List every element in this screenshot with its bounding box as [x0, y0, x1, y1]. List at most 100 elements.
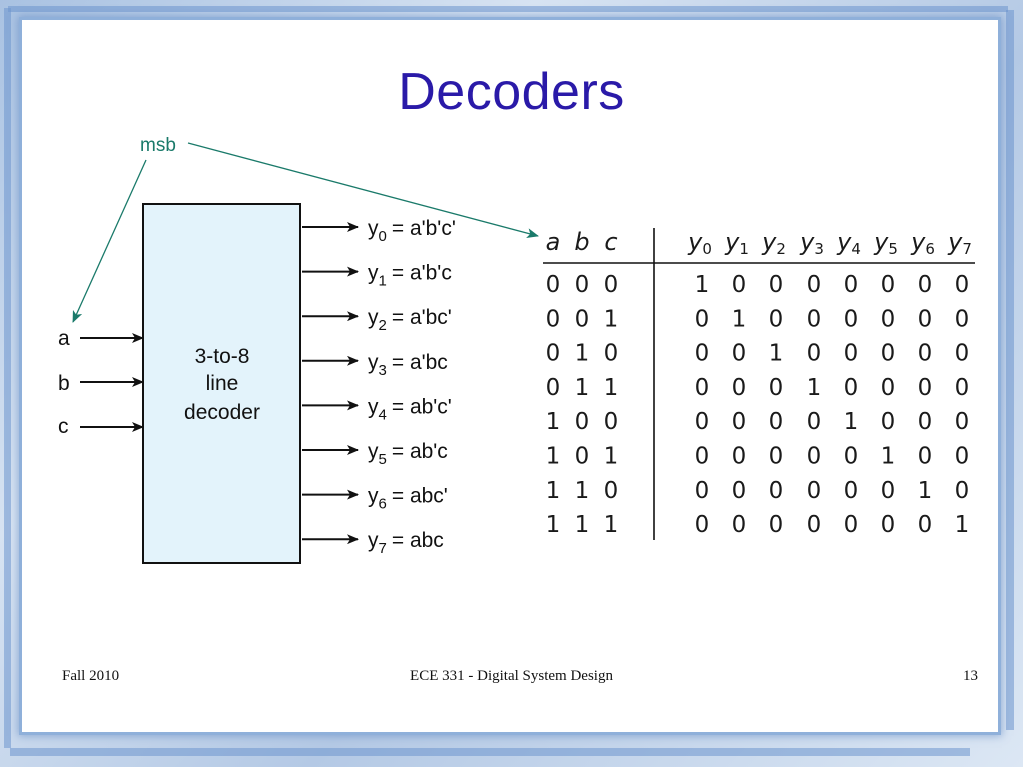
truth-table-output-cell: 0	[695, 444, 710, 470]
truth-table-output-cell: 0	[844, 512, 859, 538]
truth-table-input-cell: 0	[604, 409, 619, 435]
output-expression: = a'b'c'	[392, 217, 456, 240]
truth-table-output-cell: 0	[769, 444, 784, 470]
output-expression: = abc	[392, 529, 444, 552]
output-label: y1= a'b'c	[368, 262, 452, 290]
truth-table-header-subscript: 6	[925, 240, 935, 258]
truth-table-output-cell: 1	[695, 272, 710, 298]
truth-table-output-cell: 0	[955, 341, 970, 367]
truth-table-input-cell: 0	[575, 409, 590, 435]
truth-table-input-cell: 1	[546, 409, 561, 435]
truth-table-input-header: c	[604, 228, 617, 256]
truth-table-output-cell: 0	[844, 306, 859, 332]
frame-streak-top	[8, 6, 1008, 12]
truth-table-output-cell: 0	[807, 341, 822, 367]
truth-table-output-cell: 0	[769, 478, 784, 504]
truth-table-header-subscript: 1	[739, 240, 749, 258]
decoder-block	[142, 203, 301, 564]
output-subscript: 0	[379, 228, 387, 245]
truth-table-output-cell: 0	[881, 272, 896, 298]
output-label: y4= ab'c'	[368, 395, 452, 423]
truth-table-output-cell: 0	[695, 306, 710, 332]
truth-table-header-symbol: y	[836, 228, 852, 256]
output-subscript: 1	[379, 273, 387, 290]
slide-title: Decoders	[398, 63, 625, 121]
output-symbol: y	[368, 485, 379, 508]
truth-table-output-cell: 0	[769, 409, 784, 435]
truth-table-output-cell: 0	[918, 306, 933, 332]
truth-table-output-cell: 0	[955, 478, 970, 504]
output-symbol: y	[368, 440, 379, 463]
output-subscript: 6	[379, 496, 387, 513]
output-subscript: 5	[379, 451, 387, 468]
truth-table-input-cell: 0	[546, 341, 561, 367]
truth-table-output-cell: 0	[955, 306, 970, 332]
output-symbol: y	[368, 217, 379, 240]
truth-table-output-cell: 0	[807, 444, 822, 470]
output-expression: = ab'c'	[392, 395, 452, 418]
truth-table-output-header: y7	[947, 228, 972, 258]
truth-table-input-header: b	[574, 228, 589, 256]
truth-table-output-cell: 0	[732, 272, 747, 298]
footer-page-number: 13	[963, 668, 978, 684]
frame-streak-bottom	[10, 748, 970, 756]
truth-table-output-header: y3	[799, 228, 824, 258]
truth-table-header-symbol: y	[910, 228, 926, 256]
output-label: y5= ab'c	[368, 440, 448, 468]
truth-table-output-cell: 0	[769, 306, 784, 332]
msb-annotation: msb	[140, 135, 176, 156]
truth-table-output-cell: 1	[955, 512, 970, 538]
output-subscript: 2	[379, 317, 387, 334]
output-symbol: y	[368, 395, 379, 418]
input-label-b: b	[58, 372, 70, 395]
truth-table-output-header: y1	[724, 228, 749, 258]
truth-table-input-cell: 0	[546, 272, 561, 298]
truth-table-output-header: y4	[836, 228, 861, 258]
truth-table-output-cell: 0	[732, 341, 747, 367]
truth-table-output-cell: 0	[844, 444, 859, 470]
truth-table-output-cell: 0	[695, 409, 710, 435]
truth-table-output-cell: 0	[881, 375, 896, 401]
truth-table-output-header: y2	[761, 228, 786, 258]
truth-table-output-header: y6	[910, 228, 935, 258]
truth-table-output-cell: 0	[955, 444, 970, 470]
truth-table-output-cell: 1	[732, 306, 747, 332]
truth-table-output-cell: 0	[955, 409, 970, 435]
truth-table-input-cell: 1	[575, 341, 590, 367]
truth-table-output-cell: 0	[695, 375, 710, 401]
truth-table-output-cell: 0	[955, 272, 970, 298]
truth-table-input-cell: 0	[575, 444, 590, 470]
footer-date: Fall 2010	[62, 668, 120, 684]
truth-table-input-cell: 0	[604, 272, 619, 298]
truth-table-output-cell: 0	[695, 512, 710, 538]
truth-table-header-subscript: 0	[702, 240, 712, 258]
truth-table-input-cell: 1	[604, 444, 619, 470]
truth-table-output-cell: 0	[918, 512, 933, 538]
truth-table-output-cell: 0	[918, 409, 933, 435]
output-label: y2= a'bc'	[368, 306, 452, 334]
input-label-c: c	[58, 415, 69, 438]
truth-table-output-cell: 0	[844, 478, 859, 504]
msb-pointer-to-input-a	[72, 159, 147, 323]
truth-table-output-cell: 0	[918, 272, 933, 298]
truth-table-output-cell: 1	[918, 478, 933, 504]
truth-table-header-symbol: y	[947, 228, 963, 256]
decoder-outputs: y0= a'b'c'y1= a'b'cy2= a'bc'y3= a'bcy4= …	[302, 217, 456, 557]
truth-table-output-cell: 0	[732, 375, 747, 401]
truth-table-output-cell: 0	[955, 375, 970, 401]
decoder-label-line3: decoder	[184, 401, 260, 424]
truth-table-output-cell: 0	[881, 512, 896, 538]
truth-table-output-cell: 0	[732, 409, 747, 435]
truth-table-output-cell: 0	[807, 512, 822, 538]
truth-table-input-cell: 1	[546, 512, 561, 538]
truth-table-output-cell: 0	[807, 478, 822, 504]
truth-table-output-cell: 0	[844, 272, 859, 298]
truth-table-output-cell: 0	[732, 444, 747, 470]
output-label: y6= abc'	[368, 485, 448, 513]
output-symbol: y	[368, 351, 379, 374]
truth-table-input-cell: 1	[575, 478, 590, 504]
frame-streak-left	[4, 8, 11, 748]
truth-table-header-symbol: y	[799, 228, 815, 256]
